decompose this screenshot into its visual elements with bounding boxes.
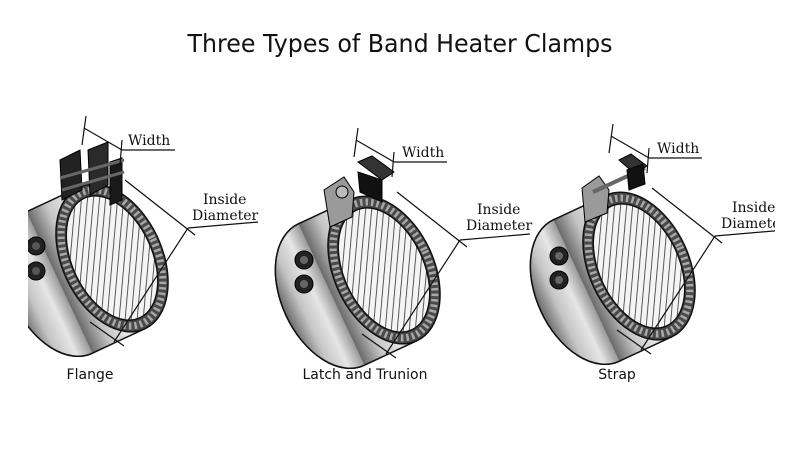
- strap-clamp: [581, 153, 648, 223]
- diameter-label: Diameter: [721, 216, 788, 232]
- dimensions-latch-trunion: Width Inside Diameter Latch and Trunion: [302, 127, 533, 383]
- heater-latch-trunion: [253, 155, 462, 386]
- diameter-label: Diameter: [466, 218, 533, 234]
- width-label: Width: [128, 133, 170, 149]
- diameter-label: Diameter: [192, 208, 259, 224]
- dimensions-strap: Width Inside Diameter Strap: [598, 123, 788, 383]
- dimensions-flange: Width Inside Diameter Flange: [67, 115, 259, 383]
- diagram-title: Three Types of Band Heater Clamps: [187, 29, 613, 58]
- flange-clamp: [59, 141, 125, 206]
- heater-strap: [508, 153, 717, 382]
- terminal-posts: [294, 250, 314, 294]
- latch-trunion-clamp: [323, 155, 395, 228]
- inside-label: Inside: [477, 202, 520, 218]
- terminal-posts: [28, 236, 46, 281]
- caption-latch-trunion: Latch and Trunion: [302, 367, 427, 383]
- inside-label: Inside: [732, 200, 775, 216]
- width-label: Width: [657, 141, 699, 157]
- caption-flange: Flange: [67, 367, 114, 383]
- heater-flange: [28, 141, 190, 374]
- width-label: Width: [402, 145, 444, 161]
- band-heater-body: [253, 178, 462, 386]
- band-heater-body: [508, 174, 717, 382]
- terminal-posts: [549, 246, 569, 290]
- caption-strap: Strap: [598, 367, 636, 383]
- inside-label: Inside: [203, 192, 246, 208]
